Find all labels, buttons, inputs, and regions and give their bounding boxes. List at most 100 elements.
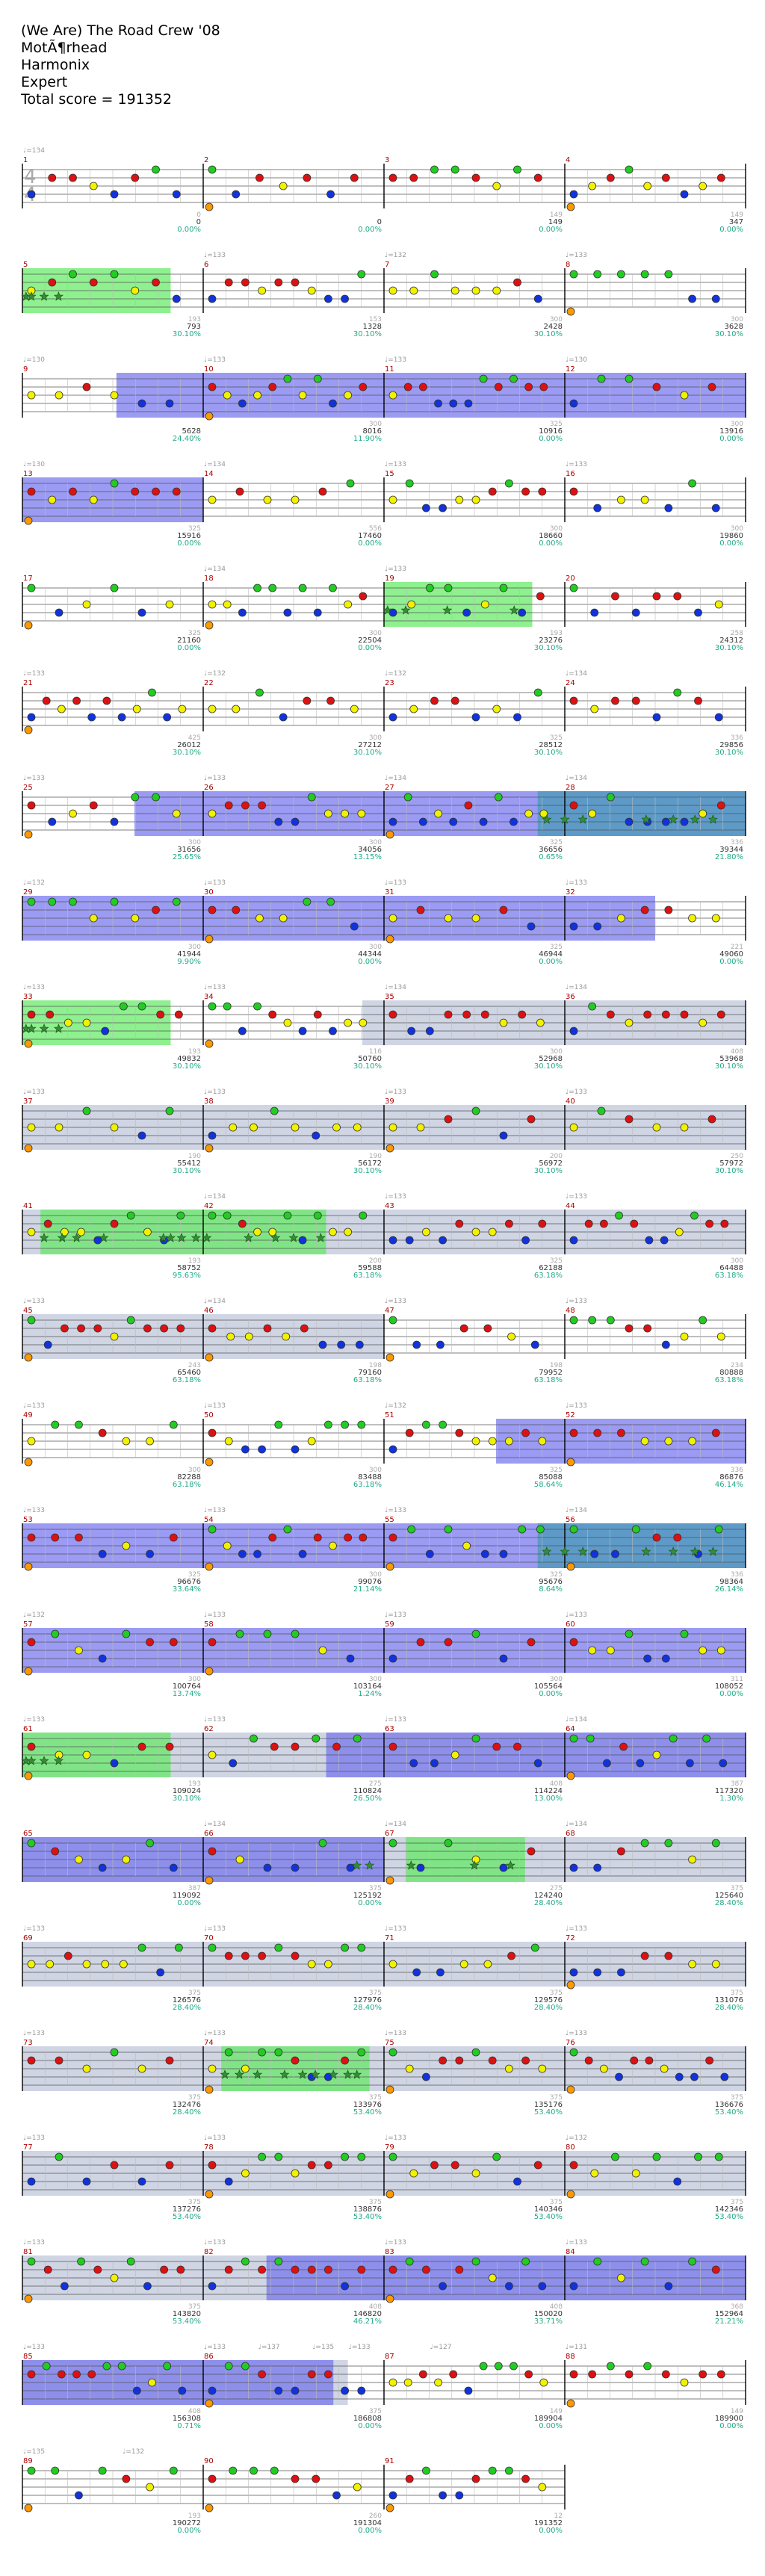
tempo-marker: ♩=131 bbox=[566, 2344, 587, 2351]
note-yellow bbox=[492, 182, 501, 191]
note-green bbox=[702, 1734, 710, 1743]
overdrive-percent: 9.90% bbox=[177, 958, 201, 966]
note-red bbox=[661, 173, 670, 182]
note-blue bbox=[156, 1968, 165, 1977]
note-yellow bbox=[359, 1018, 368, 1027]
note-red bbox=[538, 487, 547, 496]
tempo-marker: ♩=127 bbox=[430, 2344, 452, 2351]
note-green bbox=[569, 2048, 578, 2057]
note-green bbox=[341, 2152, 350, 2161]
cumulative-score: 5628 bbox=[182, 427, 201, 436]
note-kick bbox=[205, 2190, 214, 2199]
measure-points: 336 bbox=[731, 734, 743, 742]
cumulative-score: 124240 bbox=[534, 1892, 563, 1900]
note-red bbox=[630, 1219, 639, 1228]
note-blue bbox=[341, 2386, 350, 2395]
measure-number: 80 bbox=[566, 2143, 575, 2152]
note-red bbox=[69, 487, 77, 496]
note-green bbox=[430, 270, 439, 279]
overdrive-percent: 53.40% bbox=[534, 2108, 563, 2117]
note-blue bbox=[291, 817, 300, 826]
cumulative-score: 105564 bbox=[534, 1682, 563, 1691]
measure-number: 50 bbox=[204, 1411, 214, 1419]
note-green bbox=[323, 1420, 332, 1429]
note-green bbox=[172, 897, 181, 906]
overdrive-percent: 30.10% bbox=[173, 1795, 201, 1803]
note-blue bbox=[291, 1445, 300, 1454]
measure-number: 81 bbox=[23, 2248, 33, 2256]
note-yellow bbox=[588, 809, 597, 818]
note-yellow bbox=[143, 1227, 152, 1236]
note-green bbox=[274, 1943, 283, 1952]
star-note-icon bbox=[668, 1546, 678, 1556]
note-red bbox=[323, 2161, 332, 2170]
note-green bbox=[388, 1839, 397, 1848]
note-red bbox=[611, 696, 619, 705]
overdrive-percent: 0.00% bbox=[358, 644, 382, 652]
tempo-marker: ♩=133 bbox=[204, 1716, 226, 1724]
note-red bbox=[72, 696, 81, 705]
note-yellow bbox=[119, 1960, 128, 1969]
note-green bbox=[405, 2257, 414, 2266]
tempo-marker: ♩=133 bbox=[385, 461, 406, 468]
note-blue bbox=[569, 2282, 578, 2291]
measure-number: 23 bbox=[385, 679, 394, 687]
note-green bbox=[165, 1106, 174, 1115]
note-red bbox=[499, 905, 508, 914]
note-yellow bbox=[268, 1227, 277, 1236]
measure-number: 6 bbox=[204, 261, 208, 269]
note-yellow bbox=[46, 1960, 55, 1969]
note-red bbox=[416, 1638, 425, 1647]
note-red bbox=[69, 173, 77, 182]
tempo-marker: ♩=134 bbox=[204, 1298, 226, 1305]
note-green bbox=[69, 270, 77, 279]
measure-points: 375 bbox=[188, 2199, 201, 2206]
cumulative-score: 36656 bbox=[539, 846, 563, 854]
measure-number: 36 bbox=[566, 993, 575, 1001]
note-blue bbox=[569, 922, 578, 931]
note-red bbox=[521, 487, 530, 496]
note-yellow bbox=[409, 286, 418, 295]
note-yellow bbox=[714, 600, 723, 609]
overdrive-percent: 33.71% bbox=[534, 2318, 563, 2326]
note-green bbox=[255, 688, 264, 697]
note-red bbox=[48, 278, 57, 287]
tempo-marker: ♩=137 bbox=[258, 2344, 280, 2351]
star-note-icon bbox=[244, 1233, 253, 1242]
note-kick bbox=[24, 1667, 33, 1676]
measure-number: 74 bbox=[204, 2039, 214, 2047]
note-blue bbox=[569, 1968, 578, 1977]
note-green bbox=[521, 2257, 530, 2266]
note-red bbox=[483, 1324, 492, 1333]
note-green bbox=[146, 1839, 154, 1848]
note-red bbox=[152, 278, 160, 287]
note-yellow bbox=[344, 391, 353, 400]
note-red bbox=[661, 1010, 670, 1019]
note-green bbox=[263, 1629, 272, 1638]
note-blue bbox=[238, 1027, 247, 1035]
measure-number: 66 bbox=[204, 1830, 214, 1838]
note-green bbox=[597, 1106, 606, 1115]
measure-number: 42 bbox=[204, 1202, 214, 1210]
note-kick bbox=[566, 2190, 575, 2199]
note-yellow bbox=[350, 705, 359, 713]
note-red bbox=[652, 592, 661, 601]
note-blue bbox=[688, 294, 696, 303]
note-blue bbox=[291, 1863, 300, 1872]
measure-number: 73 bbox=[23, 2039, 33, 2047]
measure-points: 300 bbox=[731, 1257, 743, 1265]
note-red bbox=[268, 1010, 277, 1019]
note-green bbox=[714, 1525, 723, 1534]
note-red bbox=[258, 1951, 267, 1960]
measure-points: 375 bbox=[550, 2199, 563, 2206]
tempo-marker: ♩=133 bbox=[566, 461, 587, 468]
measure-number: 45 bbox=[23, 1307, 33, 1315]
note-blue bbox=[615, 2072, 623, 2081]
note-green bbox=[606, 2362, 615, 2371]
cumulative-score: 98364 bbox=[719, 1578, 743, 1586]
note-blue bbox=[117, 713, 126, 722]
note-blue bbox=[661, 1654, 670, 1663]
note-blue bbox=[464, 2386, 473, 2395]
tempo-marker: ♩=133 bbox=[204, 2134, 226, 2142]
note-yellow bbox=[101, 1960, 110, 1969]
